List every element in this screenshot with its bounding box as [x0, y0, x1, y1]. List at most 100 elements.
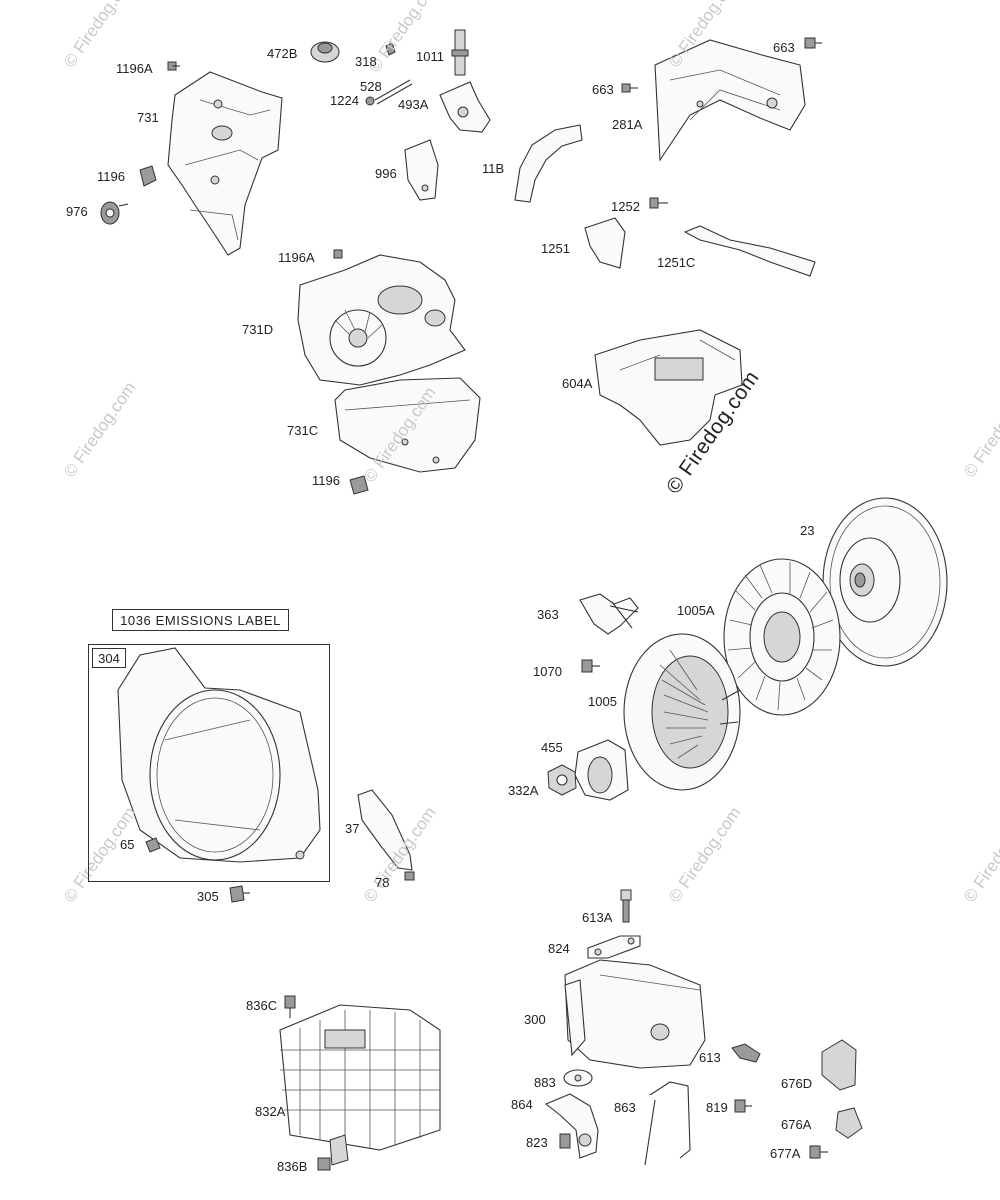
part-label-731: 731: [137, 110, 159, 125]
part-731D-shroud: [297, 254, 466, 386]
part-493A-bracket: [439, 81, 491, 133]
part-864-bracket: [544, 1093, 599, 1159]
part-832A-cage: [279, 1004, 441, 1166]
part-23-flywheel: [822, 497, 948, 667]
part-604A-guide: [594, 329, 743, 446]
part-label-37: 37: [345, 821, 360, 836]
part-472B-grommet: [310, 41, 340, 63]
part-11B-hose: [514, 124, 583, 203]
part-label-836B: 836B: [277, 1159, 308, 1174]
part-1070-bolt: [581, 659, 600, 673]
part-label-832A: 832A: [255, 1104, 286, 1119]
part-label-1224: 1224: [330, 93, 359, 108]
part-label-1196A: 1196A: [116, 61, 153, 76]
part-label-455: 455: [541, 740, 563, 755]
part-528-line: [374, 79, 413, 105]
part-label-863: 863: [614, 1100, 636, 1115]
part-label-663: 663: [773, 40, 795, 55]
part-836B-screw: [317, 1157, 331, 1171]
part-label-11B: 11B: [482, 161, 505, 176]
part-label-1196: 1196: [312, 473, 340, 488]
part-676A-clip: [835, 1107, 863, 1139]
part-label-823: 823: [526, 1135, 548, 1150]
part-731-housing: [167, 71, 283, 256]
part-label-676A: 676A: [781, 1117, 812, 1132]
part-1196-clip-b: [349, 475, 369, 495]
part-37-guard: [357, 789, 413, 871]
part-label-883: 883: [534, 1075, 556, 1090]
part-label-1005A: 1005A: [677, 603, 715, 618]
part-label-1251C: 1251C: [657, 255, 696, 270]
part-1251-plate: [584, 217, 626, 269]
part-label-1251: 1251: [541, 241, 570, 256]
part-label-604A: 604A: [562, 376, 593, 391]
part-613A-bolt: [620, 889, 632, 923]
part-label-318: 318: [355, 54, 377, 69]
part-996-plate: [404, 139, 439, 201]
part-1196-clip: [139, 165, 157, 187]
part-label-493A: 493A: [398, 97, 429, 112]
part-label-528: 528: [360, 79, 382, 94]
part-label-1011: 1011: [416, 49, 444, 64]
part-305-screw: [229, 885, 250, 903]
part-1011-fitting: [451, 29, 469, 76]
part-label-836C: 836C: [246, 998, 278, 1013]
part-863-bracket: [644, 1081, 691, 1166]
part-label-1252: 1252: [611, 199, 640, 214]
part-819-screw: [734, 1099, 752, 1113]
part-731C-cover: [334, 377, 481, 473]
part-332A-nut: [547, 764, 577, 796]
part-label-363: 363: [537, 607, 559, 622]
part-label-613A: 613A: [582, 910, 613, 925]
part-1196A-screw-b: [333, 249, 343, 259]
inset-tag-304: 304: [92, 648, 126, 668]
part-label-676D: 676D: [781, 1076, 813, 1091]
part-663-screw-b: [621, 83, 638, 93]
part-1005-fan: [623, 633, 741, 791]
part-label-613: 613: [699, 1050, 721, 1065]
part-label-472B: 472B: [267, 46, 298, 61]
part-label-1196: 1196: [97, 169, 125, 184]
part-455-cup: [574, 739, 629, 801]
part-label-824: 824: [548, 941, 570, 956]
part-label-864: 864: [511, 1097, 533, 1112]
part-613-bolt: [731, 1043, 761, 1063]
emissions-label-box: 1036 EMISSIONS LABEL: [112, 609, 289, 631]
part-883-gasket: [563, 1069, 593, 1087]
part-label-23: 23: [800, 523, 815, 538]
part-823-plug: [559, 1133, 571, 1149]
part-300-muffler: [564, 959, 706, 1069]
part-677A-screw: [809, 1145, 828, 1159]
part-label-78: 78: [375, 875, 390, 890]
part-304-housing: [117, 647, 321, 863]
part-836C-screw: [284, 995, 296, 1018]
part-318-bolt: [385, 42, 396, 56]
part-label-300: 300: [524, 1012, 546, 1027]
part-1005A-fan: [723, 558, 841, 716]
part-1252-screw: [649, 197, 668, 209]
part-1196A-screw: [167, 61, 180, 71]
part-676D-cap: [821, 1039, 857, 1091]
part-78-screw: [404, 871, 415, 881]
part-976-nut: [100, 201, 129, 225]
inset-box-304: [88, 644, 330, 882]
part-label-305: 305: [197, 889, 219, 904]
part-663-screw-a: [804, 37, 822, 49]
part-label-996: 996: [375, 166, 397, 181]
part-363-armature: [579, 593, 639, 635]
part-label-332A: 332A: [508, 783, 539, 798]
part-824-gasket: [587, 935, 641, 959]
part-label-976: 976: [66, 204, 88, 219]
part-65-screw: [145, 837, 161, 853]
part-label-819: 819: [706, 1100, 728, 1115]
part-281A-shield: [654, 39, 806, 162]
part-label-1005: 1005: [588, 694, 617, 709]
part-1251C-link: [683, 225, 816, 277]
part-label-281A: 281A: [612, 117, 643, 132]
part-label-663: 663: [592, 82, 614, 97]
part-label-65: 65: [120, 837, 135, 852]
part-label-1196A: 1196A: [278, 250, 315, 265]
part-label-677A: 677A: [770, 1146, 801, 1161]
part-label-1070: 1070: [533, 664, 562, 679]
